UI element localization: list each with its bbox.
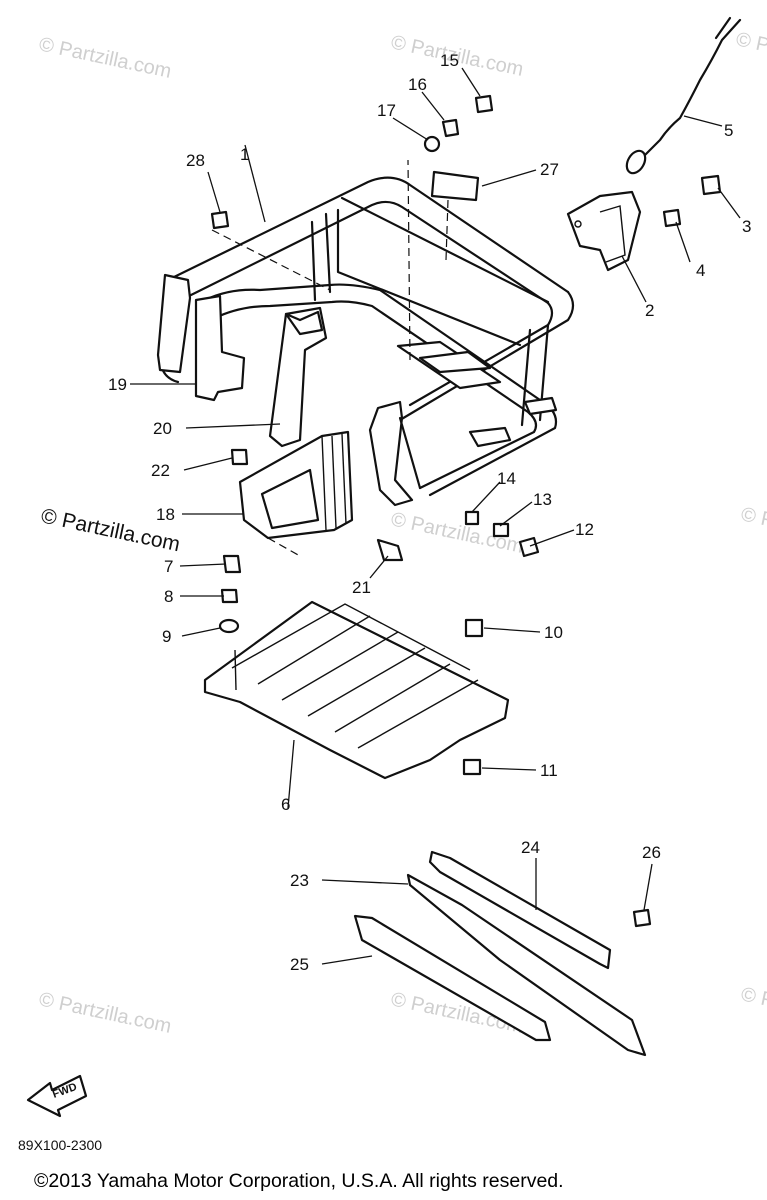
callout-7: 7 [164,557,173,576]
bracket-20 [268,306,328,448]
callout-1: 1 [240,145,249,164]
callout-24: 24 [521,838,540,857]
callout-25: 25 [290,955,309,974]
rack-frame [156,176,575,507]
callouts: 1 2 3 4 5 6 7 8 9 10 11 12 13 14 15 16 1… [108,51,751,974]
callout-16: 16 [408,75,427,94]
callout-20: 20 [153,419,172,438]
callout-10: 10 [544,623,563,642]
callout-3: 3 [742,217,751,236]
side-plate-24 [428,850,612,970]
callout-11: 11 [540,761,558,780]
copyright-notice: ©2013 Yamaha Motor Corporation, U.S.A. A… [34,1170,564,1192]
callout-27: 27 [540,160,559,179]
lamp-housing-18 [238,430,354,540]
watermark: © Partzilla.com [734,28,767,78]
hardware [210,94,722,928]
callout-26: 26 [642,843,661,862]
side-plate-25 [353,914,552,1042]
callout-28: 28 [186,151,205,170]
watermark: © Partzilla.com [739,503,767,553]
side-plate-23 [406,873,647,1057]
callout-2: 2 [645,301,654,320]
callout-22: 22 [151,461,170,480]
callout-15: 15 [440,51,459,70]
watermark: © Partzilla.com [37,33,173,83]
callout-18: 18 [156,505,175,524]
carrier-plate-6 [203,600,510,780]
callout-19: 19 [108,375,127,394]
bracket-19 [194,294,246,402]
callout-23: 23 [290,871,309,890]
callout-12: 12 [575,520,594,539]
leader-lines [130,67,741,965]
callout-21: 21 [352,578,371,597]
callout-9: 9 [162,627,171,646]
watermark: © Partzilla.com [739,983,767,1033]
callout-4: 4 [696,261,705,280]
callout-14: 14 [497,469,516,488]
latch-2 [566,190,642,272]
callout-17: 17 [377,101,396,120]
callout-8: 8 [164,587,173,606]
watermark: © Partzilla.com [37,988,173,1038]
cable-5 [638,18,742,162]
callout-5: 5 [724,121,733,140]
callout-13: 13 [533,490,552,509]
fwd-arrow-icon: FWD [26,1074,88,1118]
diagram-code: 89X100-2300 [18,1137,102,1153]
callout-6: 6 [281,795,290,814]
